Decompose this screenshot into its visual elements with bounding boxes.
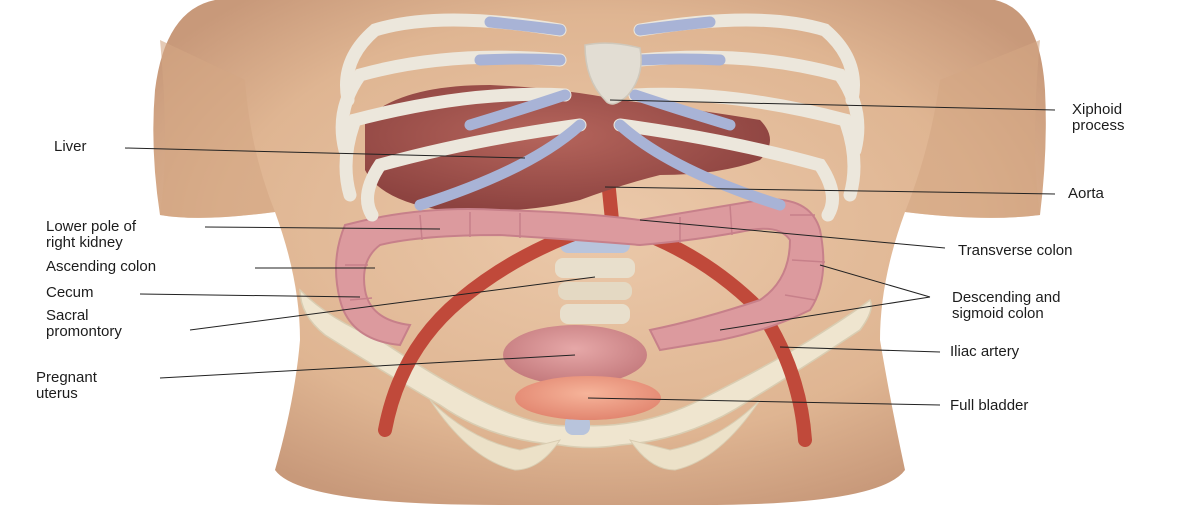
label-ascending-colon: Ascending colon — [46, 259, 156, 275]
label-cecum: Cecum — [46, 285, 94, 301]
label-xiphoid-line2: process — [1072, 118, 1125, 134]
label-descending-line1: Descending and — [952, 290, 1060, 306]
label-liver: Liver — [54, 139, 87, 155]
label-sacral-line1: Sacral — [46, 308, 122, 324]
label-xiphoid-line1: Xiphoid — [1072, 102, 1125, 118]
label-kidney-line2: right kidney — [46, 235, 136, 251]
label-pregnant-uterus: Pregnant uterus — [36, 370, 97, 402]
label-full-bladder: Full bladder — [950, 398, 1028, 414]
label-uterus-line2: uterus — [36, 386, 97, 402]
label-sacral-promontory: Sacral promontory — [46, 308, 122, 340]
label-descending-line2: sigmoid colon — [952, 306, 1060, 322]
label-sacral-line2: promontory — [46, 324, 122, 340]
label-iliac-artery: Iliac artery — [950, 344, 1019, 360]
label-descending-sigmoid-colon: Descending and sigmoid colon — [952, 290, 1060, 322]
label-xiphoid-process: Xiphoid process — [1072, 102, 1125, 134]
label-aorta: Aorta — [1068, 186, 1104, 202]
label-transverse-colon: Transverse colon — [958, 243, 1073, 259]
label-uterus-line1: Pregnant — [36, 370, 97, 386]
label-kidney-line1: Lower pole of — [46, 219, 136, 235]
label-lower-pole-right-kidney: Lower pole of right kidney — [46, 219, 136, 251]
